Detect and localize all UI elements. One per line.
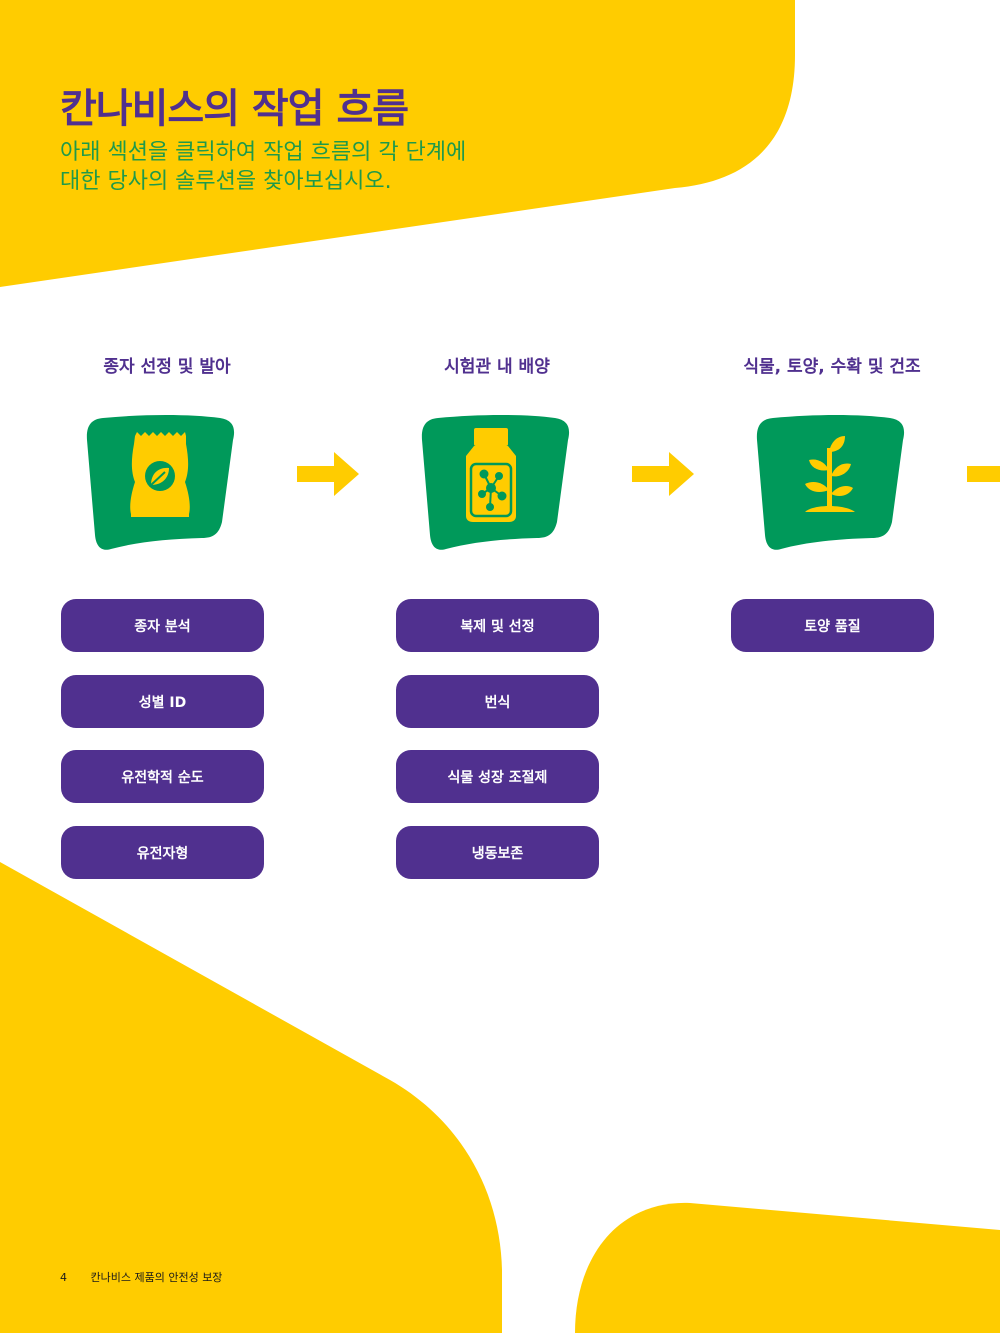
bottom-left-yellow-shape xyxy=(0,862,502,1333)
plant-growth-regulator-button[interactable]: 식물 성장 조절제 xyxy=(396,750,599,803)
top-yellow-shape xyxy=(0,0,795,287)
soil-quality-button[interactable]: 토양 품질 xyxy=(731,599,934,652)
cloning-selection-button[interactable]: 복제 및 선정 xyxy=(396,599,599,652)
genetic-purity-button[interactable]: 유전학적 순도 xyxy=(61,750,264,803)
page-title: 칸나비스의 작업 흐름 xyxy=(60,86,409,132)
genotyping-button[interactable]: 유전자형 xyxy=(61,826,264,879)
stage-title-culture: 시험관 내 배양 xyxy=(444,357,550,377)
arrow-right-icon xyxy=(967,466,1000,482)
propagation-button[interactable]: 번식 xyxy=(396,675,599,728)
sex-id-button[interactable]: 성별 ID xyxy=(61,675,264,728)
arrow-right-icon xyxy=(297,452,359,496)
cryopreservation-button[interactable]: 냉동보존 xyxy=(396,826,599,879)
intro-line-1: 아래 섹션을 클릭하여 작업 흐름의 각 단계에 xyxy=(60,140,467,165)
intro-text: 아래 섹션을 클릭하여 작업 흐름의 각 단계에 대한 당사의 솔루션을 찾아보… xyxy=(60,138,580,196)
bottom-right-yellow-shape xyxy=(575,1202,1000,1333)
culture-bottle-icon[interactable] xyxy=(420,412,570,550)
stage-title-seed: 종자 선정 및 발아 xyxy=(103,357,231,377)
stage-title-plant: 식물, 토양, 수확 및 건조 xyxy=(743,357,921,377)
seed-bag-icon[interactable] xyxy=(85,412,235,550)
arrow-right-icon xyxy=(632,452,694,496)
footer: 4 칸나비스 제품의 안전성 보장 xyxy=(60,1269,222,1285)
footer-text: 칸나비스 제품의 안전성 보장 xyxy=(90,1271,223,1284)
seed-analysis-button[interactable]: 종자 분석 xyxy=(61,599,264,652)
sprout-icon[interactable] xyxy=(755,412,905,550)
intro-line-2: 대한 당사의 솔루션을 찾아보십시오. xyxy=(60,169,392,194)
page-number: 4 xyxy=(60,1271,67,1284)
